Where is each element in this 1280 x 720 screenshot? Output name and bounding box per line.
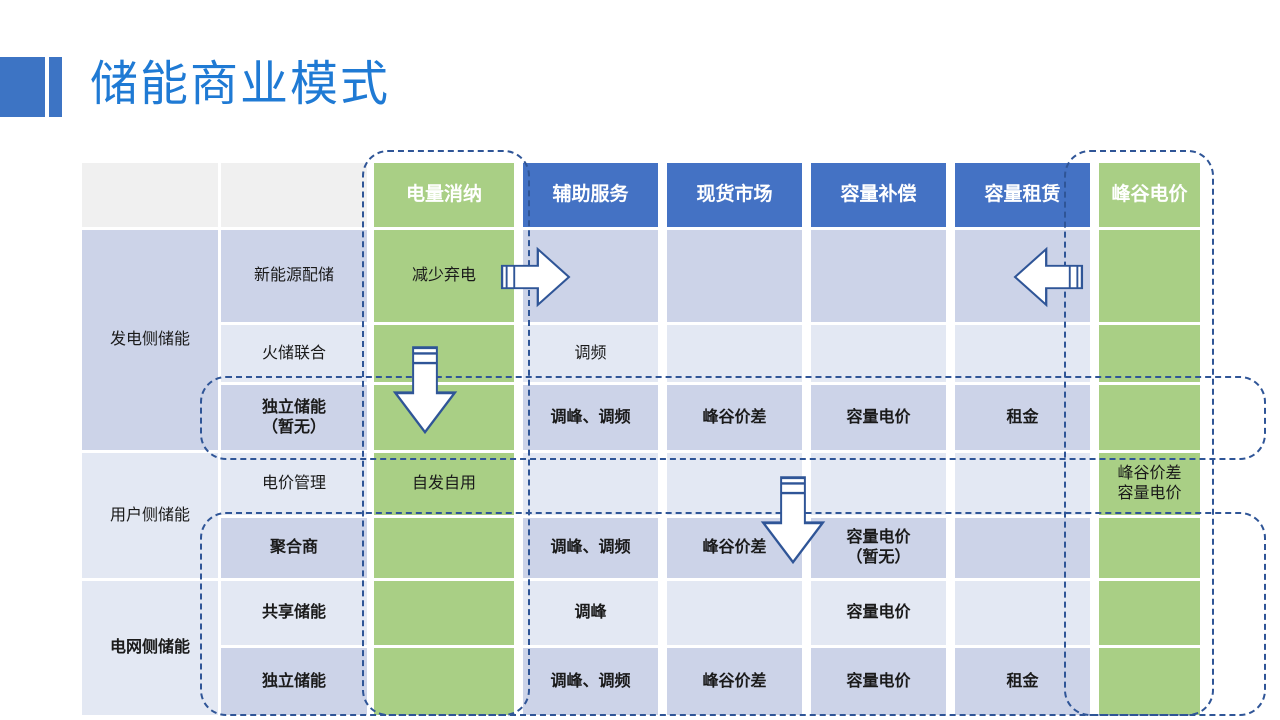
cell-r3-c4: 容量电价 [811,385,946,450]
header-col-3: 现货市场 [667,163,802,227]
cell-r2-c3 [667,325,802,382]
cell-r6-c6 [1099,581,1200,645]
header-col-2: 辅助服务 [523,163,658,227]
row-name-3: 独立储能 （暂无） [221,385,367,450]
cell-r6-c4: 容量电价 [811,581,946,645]
header-col-6: 峰谷电价 [1099,163,1200,227]
cell-r3-c6 [1099,385,1200,450]
cell-r6-c2: 调峰 [523,581,658,645]
cell-r5-c4: 容量电价 （暂无） [811,518,946,578]
page-title: 储能商业模式 [90,58,391,111]
cell-r4-c1: 自发自用 [374,453,514,515]
cell-r7-c3: 峰谷价差 [667,648,802,715]
cell-r5-c1 [374,518,514,578]
cell-r5-c6 [1099,518,1200,578]
cell-r7-c5: 租金 [955,648,1090,715]
cell-r2-c4 [811,325,946,382]
cell-r7-c4: 容量电价 [811,648,946,715]
cell-r4-c2 [523,453,658,515]
cell-r4-c6: 峰谷价差 容量电价 [1099,453,1200,515]
cell-r6-c1 [374,581,514,645]
cell-r2-c1 [374,325,514,382]
cell-r3-c2: 调峰、调频 [523,385,658,450]
group-label-1: 发电侧储能 [82,230,218,450]
header-col-1: 电量消纳 [374,163,514,227]
arrow-down-to-rongliangdianjia [760,476,826,565]
cell-r7-c1 [374,648,514,715]
cell-r3-c3: 峰谷价差 [667,385,802,450]
cell-r5-c5 [955,518,1090,578]
cell-r1-c4 [811,230,946,322]
header-col-5: 容量租赁 [955,163,1090,227]
group-label-3: 电网侧储能 [82,581,218,715]
group-label-2: 用户侧储能 [82,453,218,578]
title-accent-bar-wide [0,57,45,117]
header-subgroup-blank [221,163,367,227]
cell-r5-c2: 调峰、调频 [523,518,658,578]
cell-r6-c5 [955,581,1090,645]
cell-r7-c2: 调峰、调频 [523,648,658,715]
row-name-1: 新能源配储 [221,230,367,322]
cell-r3-c5: 租金 [955,385,1090,450]
cell-r4-c5 [955,453,1090,515]
cell-r1-c6 [1099,230,1200,322]
arrow-right-from-dianliangxiaona [500,246,571,308]
row-name-7: 独立储能 [221,648,367,715]
arrow-left-from-fenggudianjia [1013,246,1084,308]
cell-r5-c3: 峰谷价差 [667,518,802,578]
cell-r1-c1: 减少弃电 [374,230,514,322]
business-model-matrix: 电量消纳辅助服务现货市场容量补偿容量租赁峰谷电价发电侧储能用户侧储能电网侧储能 新… [82,160,1200,718]
row-name-5: 聚合商 [221,518,367,578]
cell-r2-c6 [1099,325,1200,382]
cell-r7-c6 [1099,648,1200,715]
cell-r4-c3 [667,453,802,515]
cell-r2-c5 [955,325,1090,382]
row-name-2: 火储联合 [221,325,367,382]
arrow-down-in-dianliangxiaona [392,346,458,435]
cell-r2-c2: 调频 [523,325,658,382]
row-name-4: 电价管理 [221,453,367,515]
header-col-4: 容量补偿 [811,163,946,227]
cell-r1-c3 [667,230,802,322]
title-accent-bar-narrow [49,57,62,117]
cell-r6-c3 [667,581,802,645]
header-group-blank [82,163,218,227]
cell-r4-c4 [811,453,946,515]
row-name-6: 共享储能 [221,581,367,645]
